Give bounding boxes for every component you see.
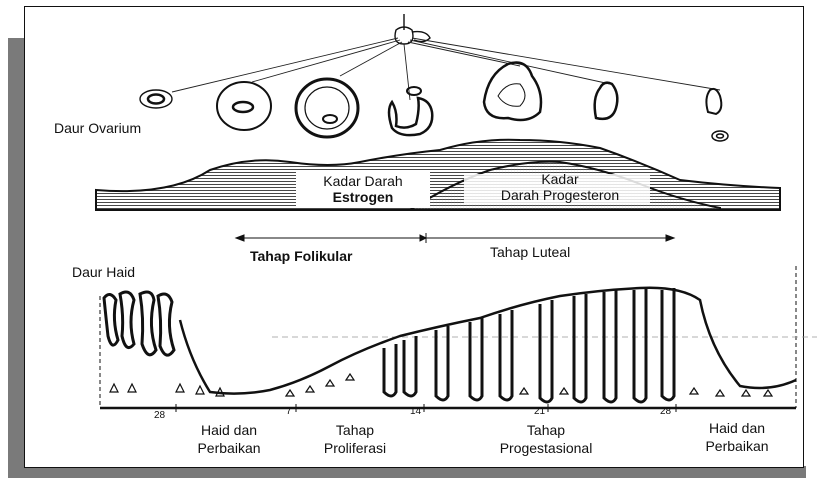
ovarian-cycle-label: Daur Ovarium xyxy=(54,120,141,137)
stage-label-line2: Perbaikan xyxy=(174,440,284,457)
pituitary-gland xyxy=(395,14,430,44)
ovary-stage-1 xyxy=(140,90,172,108)
day-tick-label: 21 xyxy=(534,406,545,417)
ovary-stage-3 xyxy=(296,79,358,137)
follicular-phase-label: Tahap Folikular xyxy=(250,248,352,265)
luteal-phase-label: Tahap Luteal xyxy=(490,244,570,261)
day-tick-label: 28 xyxy=(154,410,165,421)
stage-label-line1: Haid dan xyxy=(682,420,792,437)
endometrium-surface xyxy=(180,288,796,394)
estrogen-label-line2: Estrogen xyxy=(298,189,428,206)
stage-label-line1: Haid dan xyxy=(174,422,284,439)
progesteron-label-line2: Darah Progesteron xyxy=(470,187,650,204)
ovary-stage-7 xyxy=(706,89,728,141)
ovary-stage-5 xyxy=(484,63,541,121)
pituitary-rays xyxy=(172,38,720,100)
stage-label-line1: Tahap xyxy=(476,422,616,439)
ovary-stage-6 xyxy=(595,83,618,119)
day-tick-label: 28 xyxy=(660,406,671,417)
stage-label-line1: Tahap xyxy=(300,422,410,439)
ovary-stage-2 xyxy=(217,82,271,130)
endometrium-graphic xyxy=(100,266,817,412)
stage-label-line2: Progestasional xyxy=(476,440,616,457)
ovary-stage-4 xyxy=(389,87,432,135)
day-tick-label: 14 xyxy=(410,406,421,417)
progesteron-label-line1: Kadar xyxy=(470,171,650,188)
phase-arrows xyxy=(236,233,674,243)
stage-label-line2: Perbaikan xyxy=(682,438,792,455)
hormone-band xyxy=(96,140,780,210)
menstrual-cycle-label: Daur Haid xyxy=(72,264,135,281)
stage-label-line2: Proliferasi xyxy=(300,440,410,457)
estrogen-label-line1: Kadar Darah xyxy=(298,173,428,190)
day-tick-label: 7 xyxy=(286,406,292,417)
ovarian-stages xyxy=(140,63,728,142)
